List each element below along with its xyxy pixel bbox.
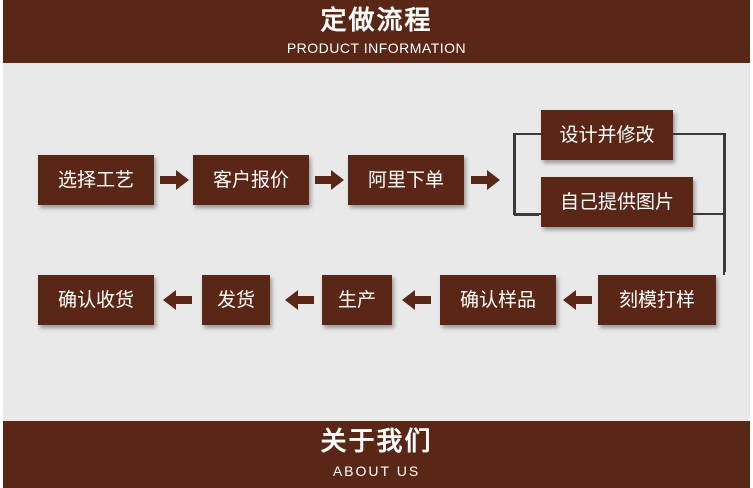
step-label: 发货 — [216, 289, 255, 311]
arrow-left-icon — [163, 290, 192, 310]
arrow-left-icon — [285, 290, 314, 310]
step-shipping: 发货 — [202, 275, 270, 325]
step-label: 选择工艺 — [57, 169, 134, 191]
arrow-right-icon — [315, 170, 344, 190]
step-label: 刻模打样 — [618, 289, 695, 311]
step-label: 生产 — [337, 289, 376, 311]
step-provide-image: 自己提供图片 — [541, 177, 693, 227]
step-confirm-receipt: 确认收货 — [38, 275, 154, 325]
step-design-modify: 设计并修改 — [541, 110, 673, 160]
step-production: 生产 — [322, 275, 392, 325]
arrow-right-icon — [471, 170, 500, 190]
step-label: 自己提供图片 — [559, 191, 674, 213]
arrow-left-icon — [563, 290, 592, 310]
step-confirm-sample: 确认样品 — [440, 275, 556, 325]
footer-title: 关于我们 — [320, 427, 433, 457]
header-banner: 定做流程 PRODUCT INFORMATION — [3, 0, 750, 63]
header-title: 定做流程 — [320, 6, 433, 36]
step-alibaba-order: 阿里下单 — [348, 155, 464, 205]
step-select-craft: 选择工艺 — [38, 155, 154, 205]
header-subtitle: PRODUCT INFORMATION — [286, 40, 467, 56]
step-label: 确认收货 — [57, 289, 134, 311]
step-mold-sample: 刻模打样 — [598, 275, 716, 325]
footer-banner: 关于我们 ABOUT US — [3, 421, 750, 488]
arrow-left-icon — [402, 290, 431, 310]
step-label: 阿里下单 — [367, 169, 444, 191]
step-label: 设计并修改 — [559, 124, 655, 146]
step-customer-quote: 客户报价 — [193, 155, 309, 205]
footer-subtitle: ABOUT US — [332, 463, 421, 479]
arrow-right-icon — [160, 170, 189, 190]
step-label: 客户报价 — [212, 169, 289, 191]
step-label: 确认样品 — [459, 289, 536, 311]
